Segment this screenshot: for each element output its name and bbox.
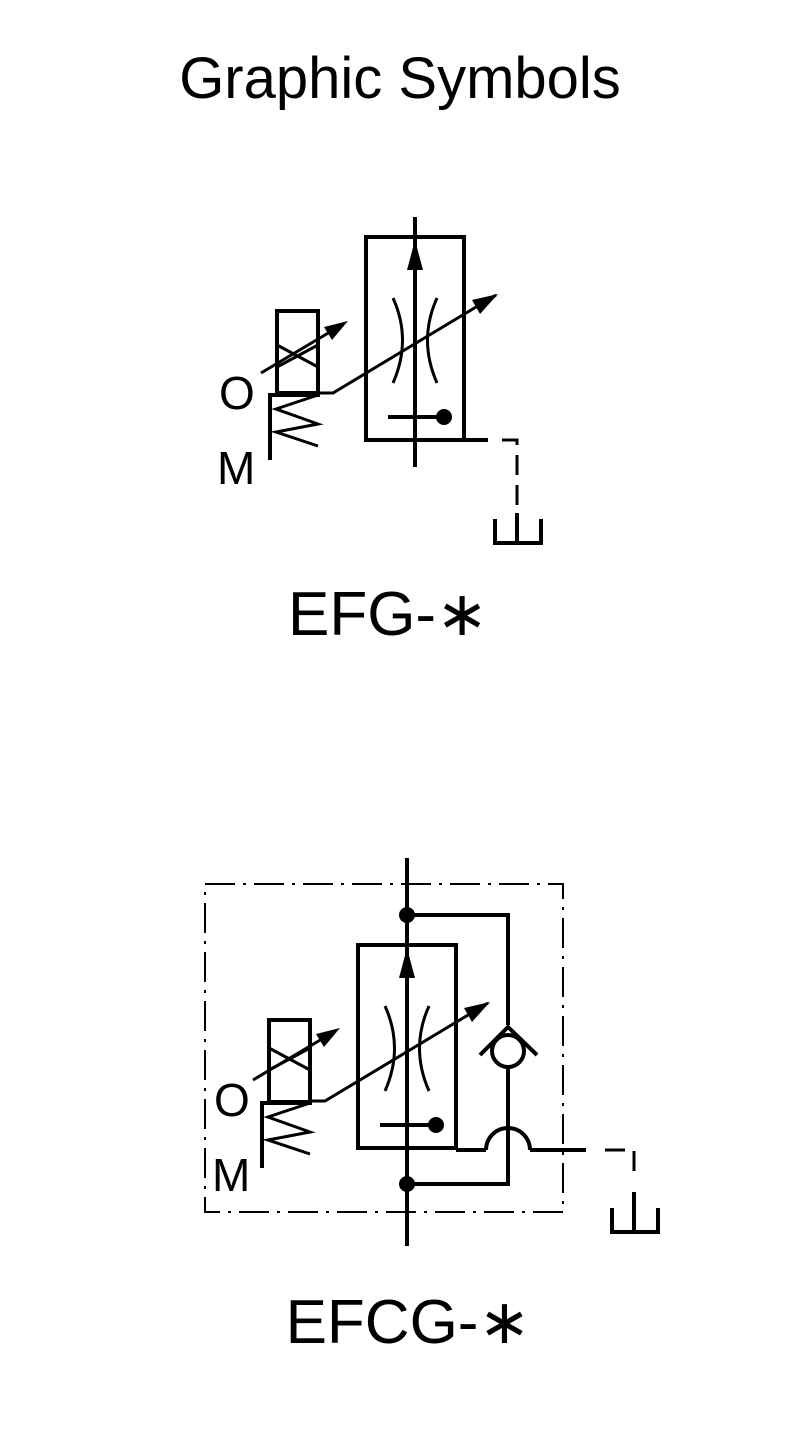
page-title: Graphic Symbols xyxy=(179,46,621,111)
orifice-arc-left xyxy=(391,297,404,384)
line-crossover xyxy=(484,1126,532,1151)
drain-line-dashed xyxy=(605,1148,636,1175)
adjust-line xyxy=(312,1001,489,1103)
bypass-line-bottom xyxy=(407,1067,510,1186)
flow-arrow-icon xyxy=(399,948,415,978)
spring-frame xyxy=(268,393,320,460)
flow-arrow-icon xyxy=(407,240,423,270)
solenoid-arrow-icon xyxy=(324,321,348,340)
flow-control-body xyxy=(356,943,458,1150)
orifice-arc-left xyxy=(383,1005,396,1092)
solenoid-box xyxy=(267,1018,312,1104)
efcg-symbol xyxy=(204,858,660,1246)
efg-label: EFG-∗ xyxy=(287,580,489,649)
spring-icon xyxy=(262,1101,316,1156)
port-o-label: O xyxy=(214,1074,250,1126)
adjust-line xyxy=(320,293,497,395)
solenoid-arrow-icon xyxy=(316,1028,340,1047)
adjust-arrow-icon xyxy=(472,294,498,314)
port-m-label: M xyxy=(212,1149,251,1201)
bypass-line-top xyxy=(407,913,510,1025)
efcg-label: EFCG-∗ xyxy=(285,1288,531,1357)
adjust-arrow-icon xyxy=(464,1002,490,1022)
compensator-dot xyxy=(428,1117,444,1133)
solenoid-adjust-line xyxy=(260,324,341,375)
compensator-dot xyxy=(436,409,452,425)
spring-frame xyxy=(260,1101,312,1168)
efg-symbol xyxy=(260,217,543,545)
solenoid-cross-b xyxy=(276,343,319,369)
spring-icon xyxy=(270,393,324,448)
check-valve-seat xyxy=(478,1024,539,1057)
port-o-label: O xyxy=(219,367,255,419)
solenoid-adjust-line xyxy=(252,1031,333,1082)
orifice-arc-right xyxy=(426,297,439,384)
port-m-label: M xyxy=(217,442,256,494)
drain-line-dashed xyxy=(502,438,519,505)
orifice-arc-right xyxy=(418,1005,431,1092)
